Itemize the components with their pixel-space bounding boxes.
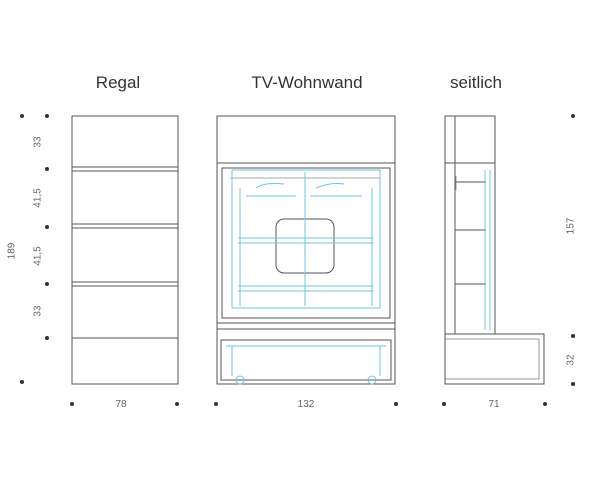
marker-total-top [20,114,24,118]
marker-side-top [571,114,575,118]
marker-regal-left [70,402,74,406]
marker-side-mid [571,334,575,338]
dim-side-upper-height: 157 [565,217,577,235]
dim-side-depth: 71 [488,399,500,410]
marker-tv-left [214,402,218,406]
dim-shelf-bottom: 33 [32,305,44,317]
dim-shelf-lower-mid: 41,5 [32,246,44,266]
title-seitlich: seitlich [450,73,502,92]
tv-wohnwand-drawing [216,115,396,385]
seitlich-drawing [444,115,545,385]
marker-tv-right [394,402,398,406]
marker-shelf-3 [45,225,49,229]
marker-side-right [543,402,547,406]
dim-side-lower-height: 32 [565,354,577,366]
marker-total-bottom [20,380,24,384]
dim-total-height: 189 [6,242,18,260]
dim-shelf-top: 33 [32,136,44,148]
marker-shelf-5 [45,336,49,340]
dim-tv-width: 132 [297,399,315,410]
dim-shelf-upper-mid: 41,5 [32,188,44,208]
title-regal: Regal [95,73,141,92]
regal-drawing [71,115,179,385]
marker-regal-right [175,402,179,406]
dim-regal-width: 78 [115,399,127,410]
dimension-markers [20,114,575,406]
marker-shelf-2 [45,167,49,171]
marker-shelf-4 [45,282,49,286]
tv-inner-accent [226,169,386,385]
marker-side-bottom [571,382,575,386]
marker-side-left [442,402,446,406]
title-tv-wohnwand: TV-Wohnwand [251,73,363,92]
marker-shelf-1 [45,114,49,118]
seitlich-accent [484,170,491,330]
